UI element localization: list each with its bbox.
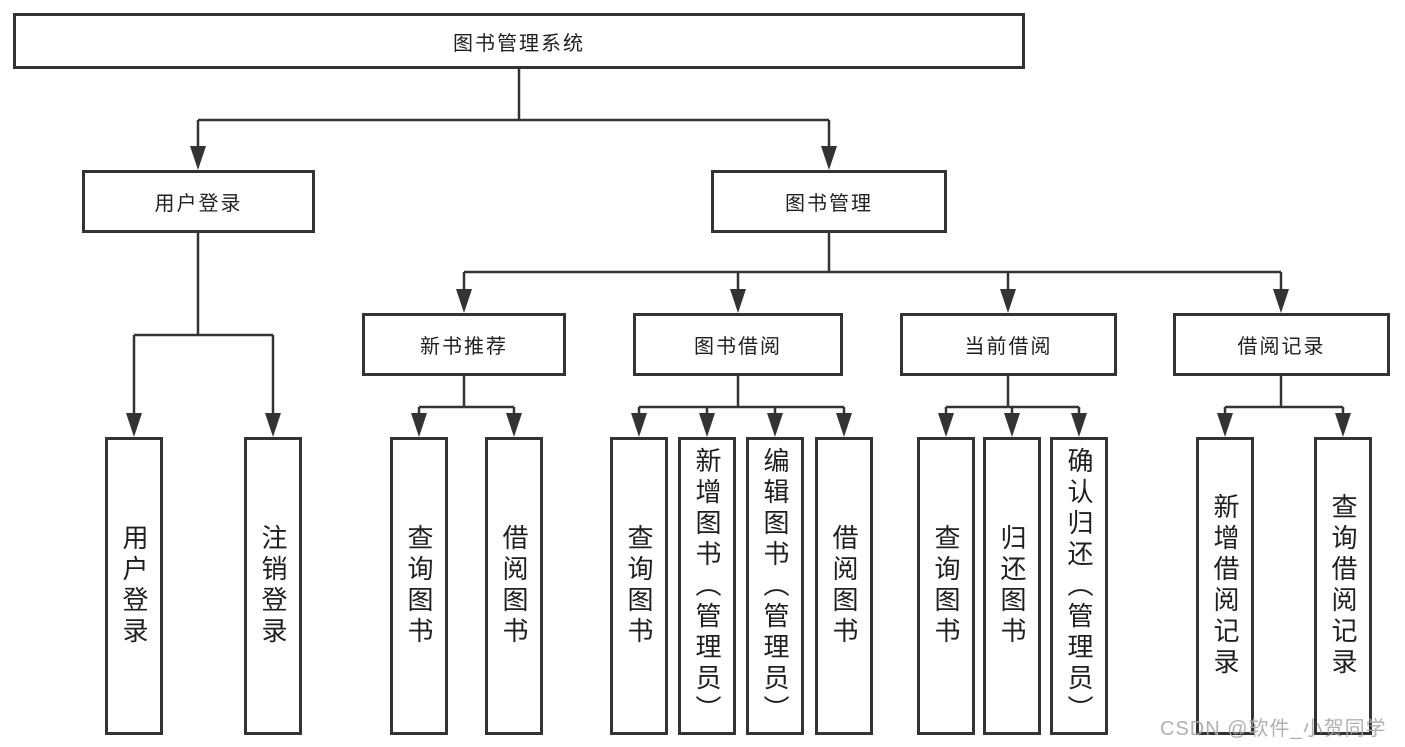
arrowhead-icon: [1071, 413, 1087, 437]
node-leaf-records-add: 新增借阅记录: [1196, 437, 1254, 735]
arrowhead-icon: [1217, 413, 1233, 437]
leaf-label: 确认归还（管理员）: [1064, 446, 1094, 726]
leaf-label: 借阅图书: [499, 524, 529, 648]
node-current-borrow: 当前借阅: [900, 313, 1117, 376]
node-leaf-current-return: 归还图书: [983, 437, 1041, 735]
connector-new-book: [417, 376, 516, 415]
node-leaf-user-login: 用户登录: [105, 437, 163, 735]
node-leaf-borrow-edit: 编辑图书（管理员）: [746, 437, 804, 735]
arrowhead-icon: [938, 413, 954, 437]
leaf-label: 编辑图书（管理员）: [760, 446, 790, 726]
connector-root: [196, 69, 831, 148]
leaf-label: 借阅图书: [829, 524, 859, 648]
connector-records: [1223, 376, 1345, 415]
arrowhead-icon: [506, 413, 522, 437]
connector-book-mgmt: [462, 233, 1283, 291]
node-leaf-logout: 注销登录: [244, 437, 302, 735]
node-leaf-newbook-borrow: 借阅图书: [485, 437, 543, 735]
node-borrow-records: 借阅记录: [1173, 313, 1390, 376]
leaf-label: 查询图书: [931, 524, 961, 648]
leaf-label: 用户登录: [119, 524, 149, 648]
leaf-label: 归还图书: [997, 524, 1027, 648]
node-leaf-current-confirm: 确认归还（管理员）: [1050, 437, 1108, 735]
node-leaf-records-query: 查询借阅记录: [1314, 437, 1372, 735]
arrowhead-icon: [126, 413, 142, 437]
arrowhead-icon: [265, 413, 281, 437]
node-root: 图书管理系统: [13, 13, 1025, 69]
arrowhead-icon: [730, 289, 746, 313]
arrowhead-icon: [699, 413, 715, 437]
arrowhead-icon: [1335, 413, 1351, 437]
node-leaf-current-query: 查询图书: [917, 437, 975, 735]
arrowhead-icon: [456, 289, 472, 313]
leaf-label: 查询图书: [404, 524, 434, 648]
leaf-label: 新增图书（管理员）: [692, 446, 722, 726]
arrowhead-icon: [767, 413, 783, 437]
node-leaf-newbook-query: 查询图书: [390, 437, 448, 735]
connector-borrow: [637, 376, 846, 415]
arrowhead-icon: [631, 413, 647, 437]
node-book-borrow: 图书借阅: [633, 313, 843, 376]
arrowheads: [126, 146, 1351, 437]
arrowhead-icon: [821, 146, 837, 170]
arrowhead-icon: [190, 146, 206, 170]
connector-current: [944, 376, 1081, 415]
node-leaf-borrow-query: 查询图书: [610, 437, 668, 735]
arrowhead-icon: [836, 413, 852, 437]
node-leaf-borrow-borrow: 借阅图书: [815, 437, 873, 735]
node-user-login: 用户登录: [82, 170, 315, 233]
arrowhead-icon: [411, 413, 427, 437]
leaf-label: 查询借阅记录: [1328, 493, 1358, 679]
arrowhead-icon: [1004, 413, 1020, 437]
leaf-label: 新增借阅记录: [1210, 493, 1240, 679]
leaf-label: 查询图书: [624, 524, 654, 648]
node-new-book-recommend: 新书推荐: [362, 313, 566, 376]
connector-user-login: [132, 233, 275, 415]
arrowhead-icon: [1273, 289, 1289, 313]
watermark: CSDN @软件_小贺同学: [1160, 718, 1387, 740]
node-book-mgmt: 图书管理: [711, 170, 947, 233]
leaf-label: 注销登录: [258, 524, 288, 648]
arrowhead-icon: [1000, 289, 1016, 313]
node-leaf-borrow-add: 新增图书（管理员）: [678, 437, 736, 735]
